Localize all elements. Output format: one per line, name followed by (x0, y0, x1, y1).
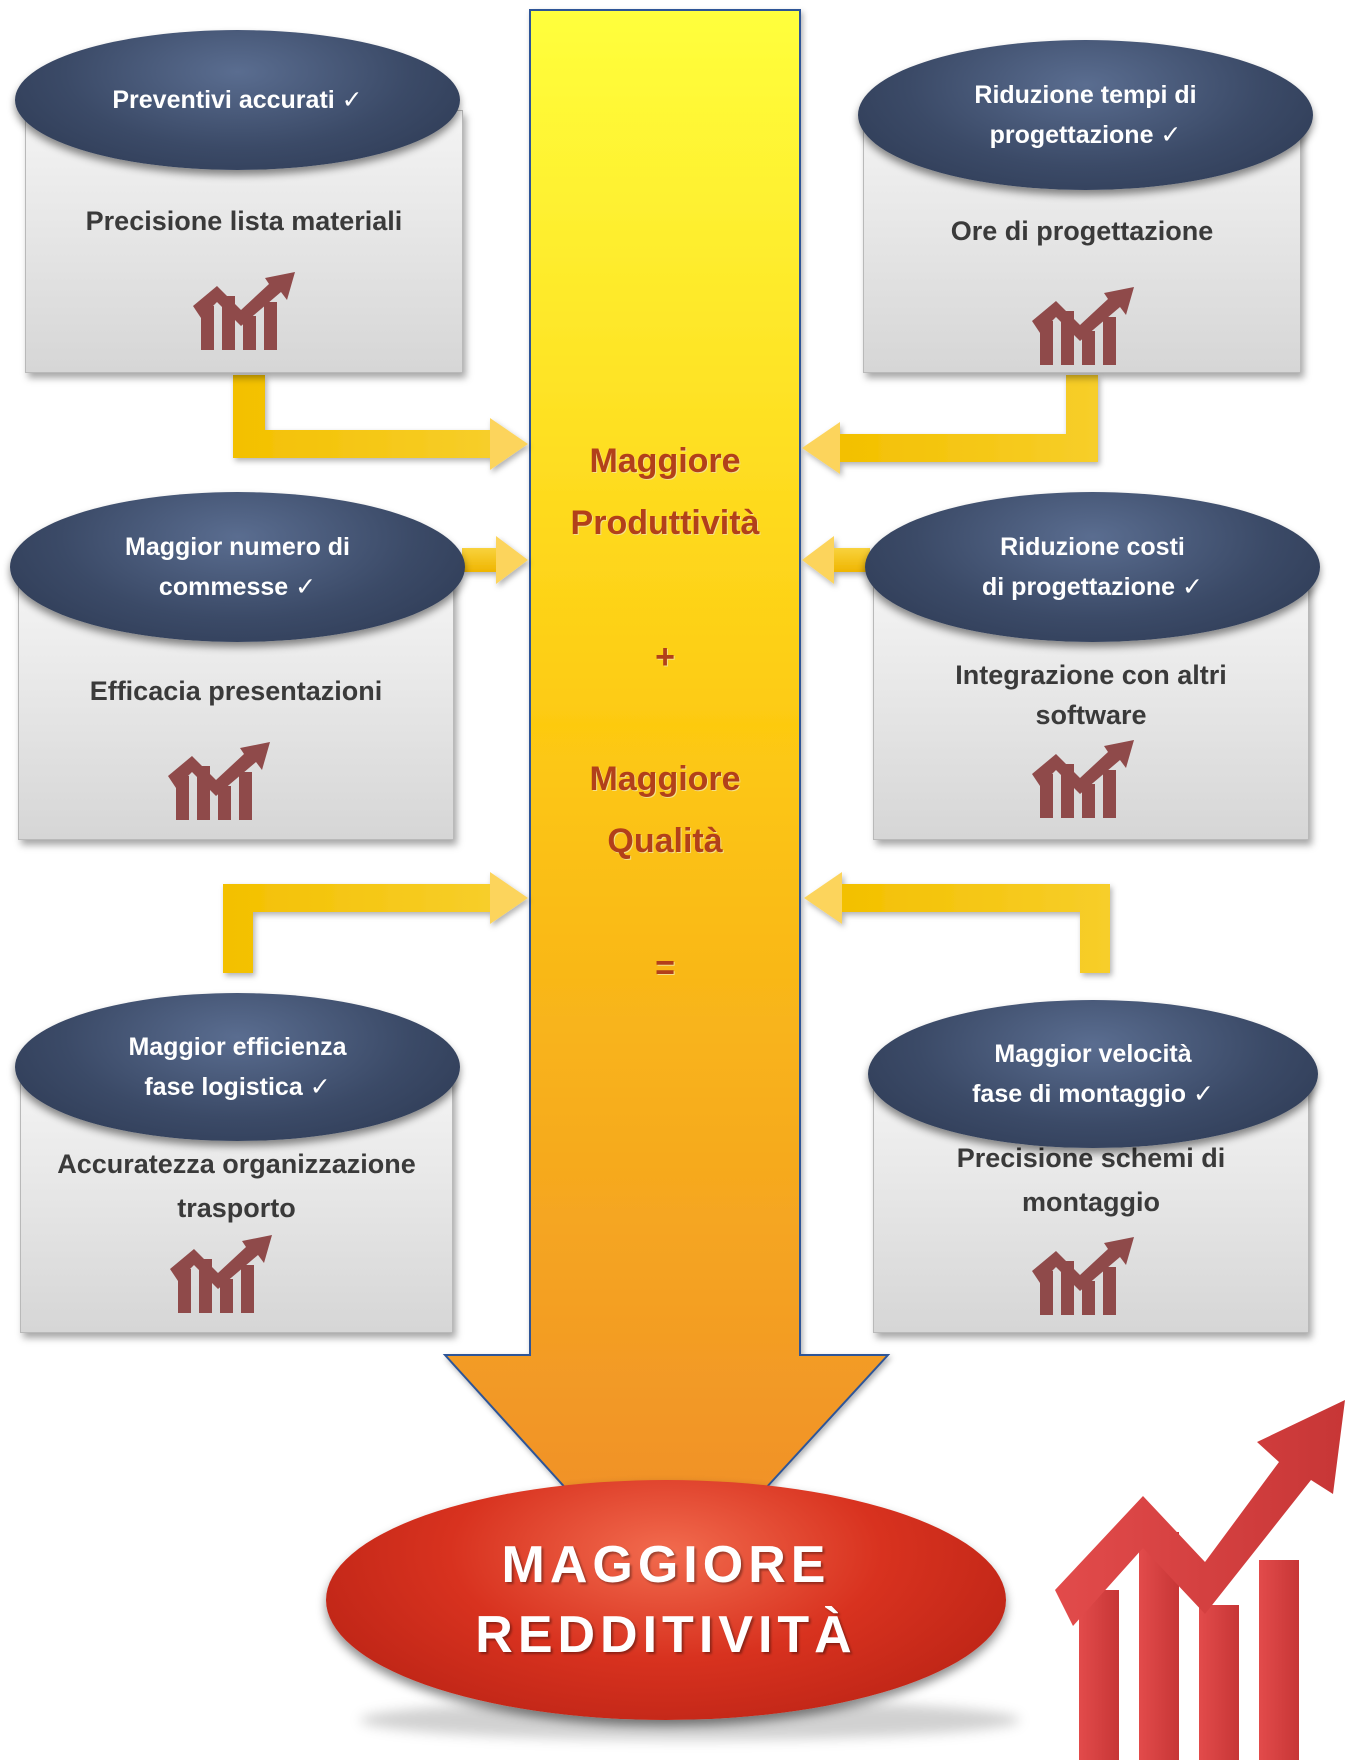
benefit-label: Riduzione costi (1000, 533, 1185, 561)
benefit-label: Maggior numero di (125, 533, 350, 561)
connector-bottom-right (804, 872, 1110, 973)
benefit-oval-3: Maggior numero di commesse ✓ (10, 492, 465, 642)
metric-label-line2: software (1035, 700, 1147, 730)
growth-chart-icon (170, 1235, 272, 1313)
benefit-label: Riduzione tempi di (974, 81, 1197, 109)
benefit-label: Maggior efficienza (128, 1033, 347, 1061)
growth-chart-icon (193, 272, 295, 350)
center-text-productivity: Maggiore Produttività (530, 430, 800, 554)
benefit-oval-5: Maggior efficienza fase logistica ✓ (15, 993, 460, 1141)
center-line-2: Produttività (570, 504, 760, 542)
benefit-label-line2: commesse ✓ (158, 573, 317, 601)
metric-label: Precisione lista materiali (85, 206, 403, 236)
metric-label: Ore di progettazione (950, 216, 1214, 246)
benefit-label: Maggior velocità (994, 1040, 1192, 1068)
benefit-label: Preventivi accurati ✓ (112, 86, 363, 114)
growth-chart-icon (168, 742, 270, 820)
center-line-1: Maggiore (589, 442, 741, 480)
center-line-3: Maggiore (589, 760, 741, 798)
metric-label: Integrazione con altri (955, 660, 1227, 690)
benefit-oval-2: Riduzione tempi di progettazione ✓ (858, 40, 1313, 190)
big-growth-chart-icon (1055, 1400, 1345, 1760)
result-line-1: MAGGIORE (501, 1536, 831, 1594)
metric-label: Accuratezza organizzazione (57, 1149, 416, 1179)
metric-label-line2: trasporto (177, 1193, 296, 1223)
metric-label: Efficacia presentazioni (89, 676, 383, 706)
growth-chart-icon (1032, 287, 1134, 365)
center-plus: + (655, 638, 675, 676)
benefit-oval-4: Riduzione costi di progettazione ✓ (865, 492, 1320, 642)
connector-mid-left (462, 536, 528, 584)
center-text-quality: Maggiore Qualità (530, 748, 800, 872)
connector-mid-right (802, 536, 870, 584)
benefit-label-line2: fase logistica ✓ (144, 1073, 331, 1101)
growth-chart-icon (1032, 740, 1134, 818)
benefit-oval-6: Maggior velocità fase di montaggio ✓ (868, 1000, 1318, 1148)
connector-bottom-left (223, 872, 528, 973)
benefit-oval-1: Preventivi accurati ✓ (15, 30, 460, 170)
central-down-arrow (442, 9, 891, 1600)
result-line-2: REDDITIVITÀ (475, 1606, 857, 1664)
benefit-label-line2: fase di montaggio ✓ (972, 1080, 1214, 1108)
result-oval: MAGGIORE REDDITIVITÀ (326, 1480, 1006, 1720)
benefit-label-line2: di progettazione ✓ (982, 573, 1203, 601)
metric-label: Precisione schemi di (956, 1143, 1226, 1173)
center-line-4: Qualità (607, 822, 723, 860)
growth-chart-icon (1032, 1237, 1134, 1315)
connector-top-right (802, 375, 1098, 474)
metric-label-line2: montaggio (1022, 1187, 1160, 1217)
connector-top-left (233, 375, 528, 470)
benefit-label-line2: progettazione ✓ (989, 121, 1182, 149)
center-equals: = (655, 949, 675, 987)
